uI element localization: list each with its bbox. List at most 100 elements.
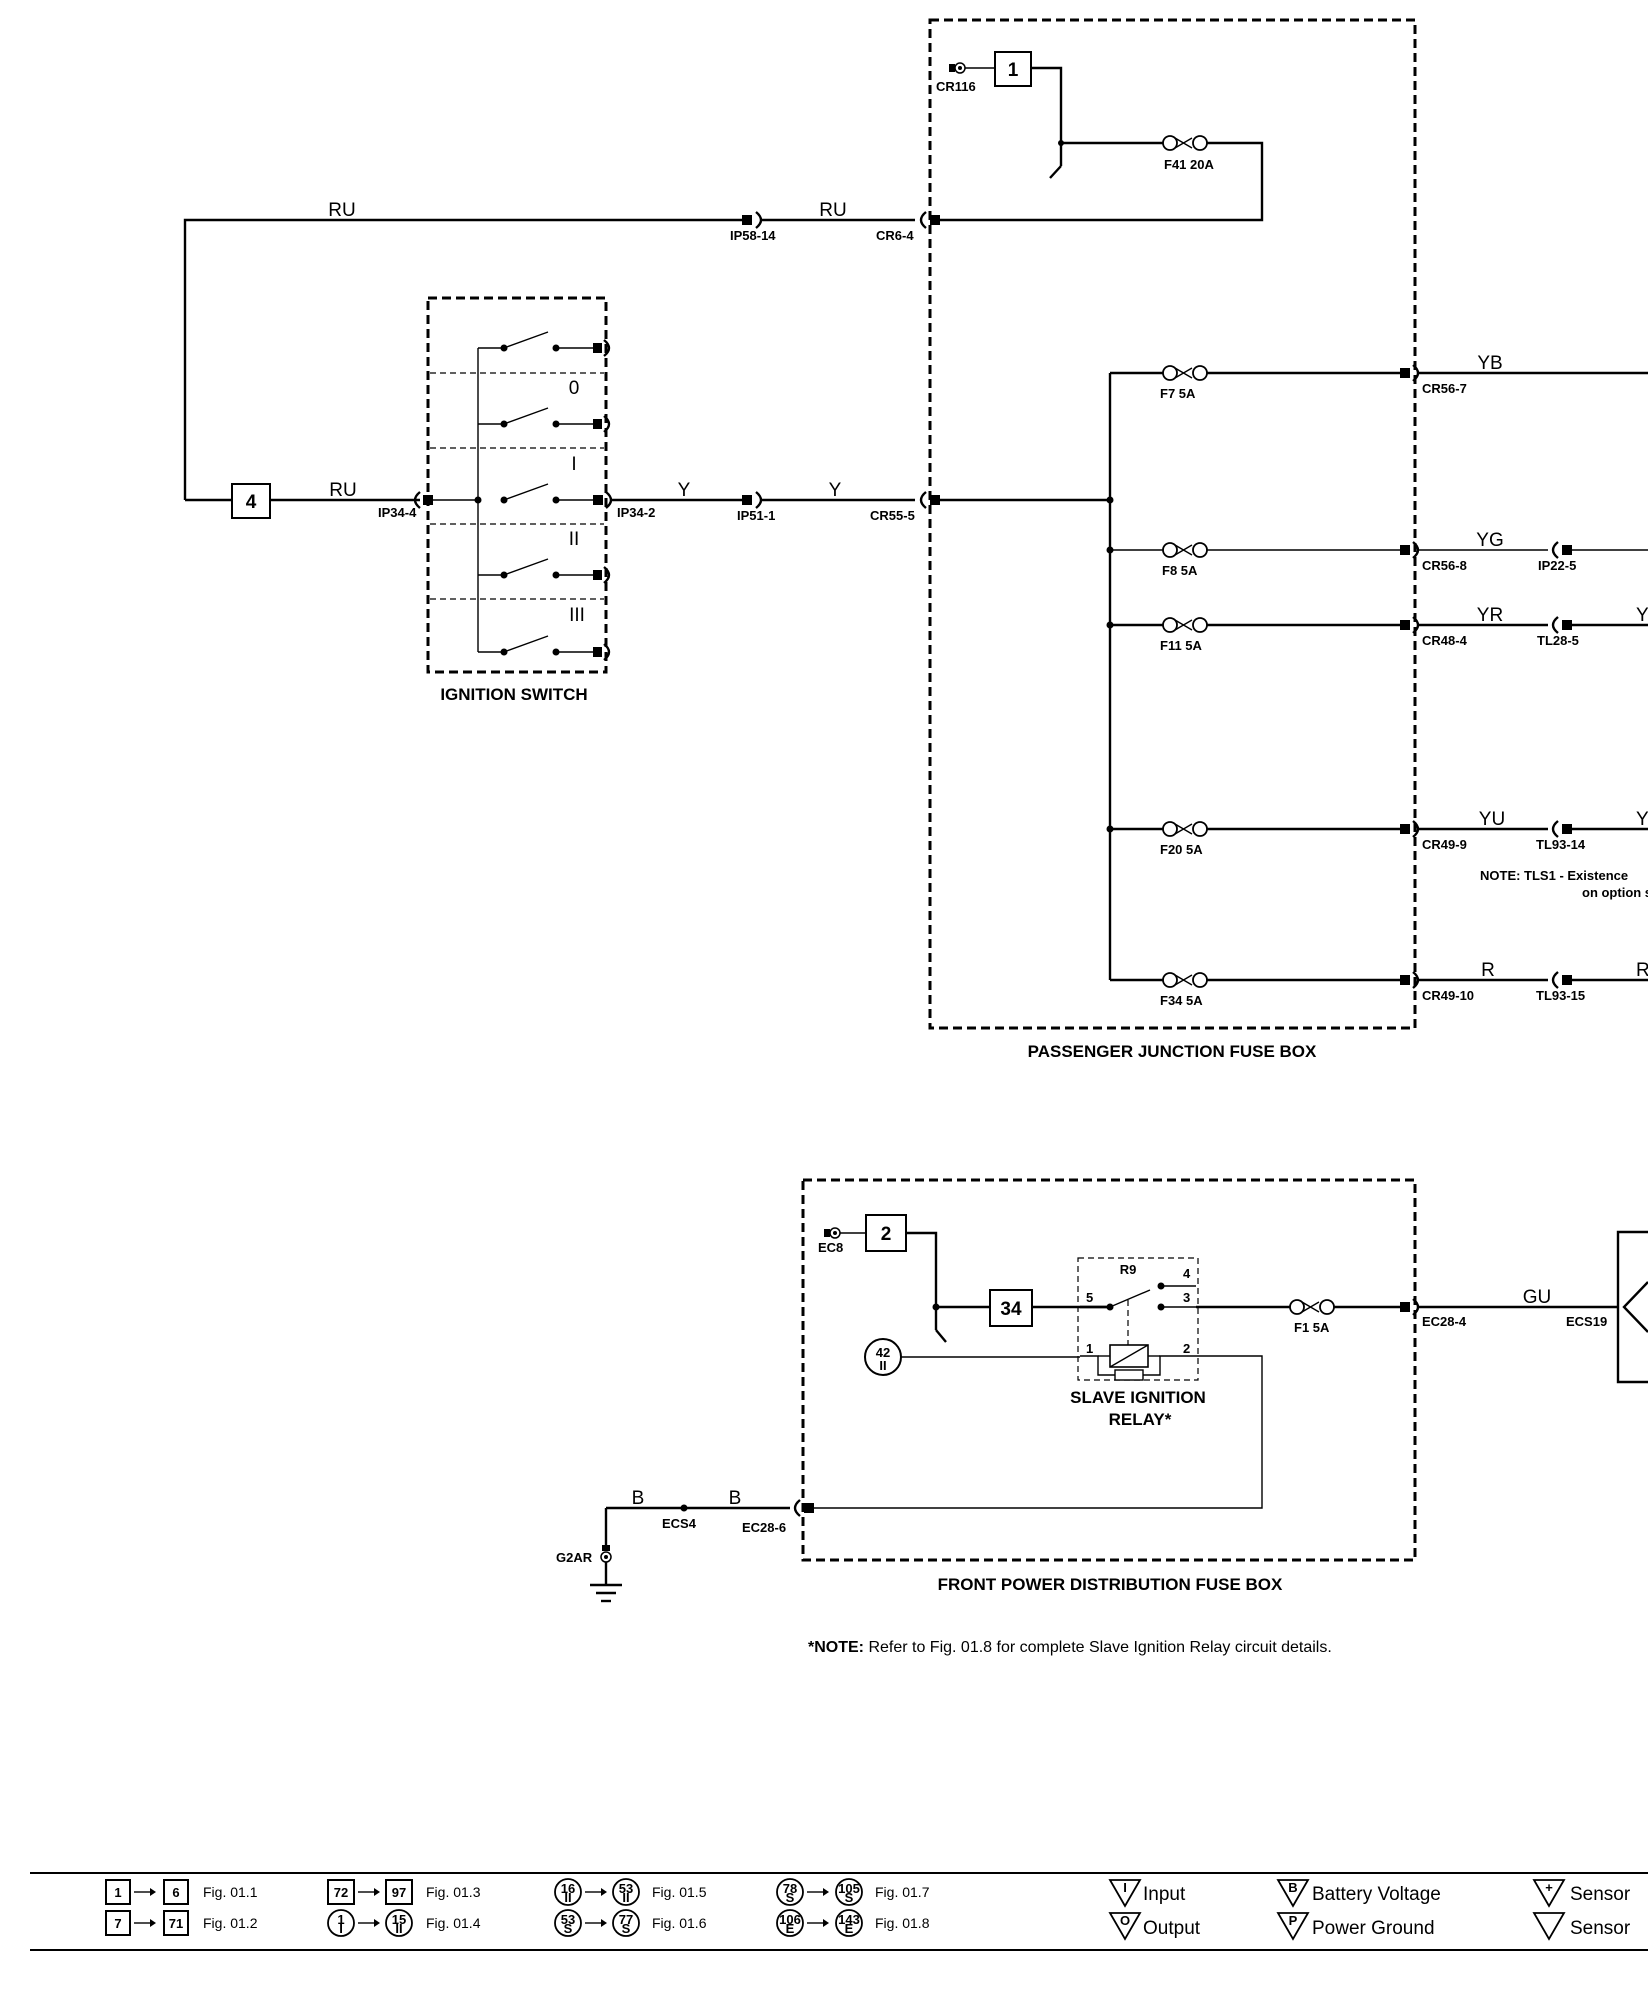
wire-ign-out-y: Y [678,480,691,501]
ip58-label: IP58-14 [730,228,776,243]
svg-text:53: 53 [619,1881,633,1896]
svg-text:77: 77 [619,1912,633,1927]
cr49-9-label: CR49-9 [1422,837,1467,852]
cr55-label: CR55-5 [870,508,915,523]
ip51-label: IP51-1 [737,508,775,523]
svg-text:Fig. 01.7: Fig. 01.7 [875,1884,930,1900]
legend-range-2: 7 71 Fig. 01.2 [105,1910,258,1936]
svg-text:P: P [1289,1913,1298,1928]
svg-text:E: E [786,1921,795,1936]
ecs19-label: ECS19 [1566,1314,1607,1329]
svg-text:Fig. 01.4: Fig. 01.4 [426,1915,481,1931]
svg-text:Input: Input [1143,1884,1186,1905]
fuse-row-f7 [1110,364,1648,382]
wire-out3-yr: YR [1477,605,1503,626]
svg-text:Fig. 01.3: Fig. 01.3 [426,1884,481,1900]
legend-output: O Output [1108,1912,1201,1941]
svg-text:53: 53 [561,1912,575,1927]
svg-text:S: S [786,1890,795,1905]
cr6-label: CR6-4 [876,228,914,243]
cr56-8-label: CR56-8 [1422,558,1467,573]
ip34-4-connector [413,491,478,509]
svg-text:II: II [395,1921,402,1936]
wire-out4-cut: Y [1636,809,1648,830]
wire-out5-cut: R [1636,960,1648,981]
ec28-4-label: EC28-4 [1422,1314,1467,1329]
legend-range-6: 53 S 77 S Fig. 01.6 [554,1909,707,1937]
svg-text:143: 143 [838,1912,860,1927]
fuse-row-f34 [1110,971,1648,989]
svg-text:Fig. 01.6: Fig. 01.6 [652,1915,707,1931]
ign-pos-0: 0 [569,378,580,399]
fuse-f8-label: F8 5A [1162,563,1198,578]
legend-sensor-minus: Sensor [1532,1912,1631,1941]
legend-range-3: 72 97 Fig. 01.3 [327,1879,481,1905]
svg-text:78: 78 [783,1881,797,1896]
ign-pos-II: II [569,529,580,550]
svg-text:7: 7 [114,1916,121,1931]
passenger-fuse-box-title: PASSENGER JUNCTION FUSE BOX [1028,1042,1317,1061]
ecs19-splice-component [1616,1230,1648,1384]
svg-text:Output: Output [1143,1918,1201,1939]
relay-r9-id: R9 [1120,1262,1137,1277]
svg-text:I: I [339,1921,343,1936]
cr55-connector [919,491,940,509]
wire-top-right-ru: RU [819,200,846,221]
wire-y2: Y [829,480,842,501]
svg-text:S: S [622,1921,631,1936]
legend-input: I Input [1108,1879,1186,1908]
cr48-4-label: CR48-4 [1422,633,1468,648]
ignition-switch-outline [426,296,608,674]
ign-pos-III: III [569,605,585,626]
wire-out2-yg: YG [1476,530,1503,551]
fuse-f20-label: F20 5A [1160,842,1203,857]
svg-text:II: II [622,1890,629,1905]
ip34-4-label: IP34-4 [378,505,417,520]
footnote: *NOTE: Refer to Fig. 01.8 for complete S… [808,1639,1332,1656]
wire-front-out-gu: GU [1523,1287,1552,1308]
legend-battery-voltage: B Battery Voltage [1276,1879,1441,1908]
tl93-14-label: TL93-14 [1536,837,1586,852]
ec8-label: EC8 [818,1240,843,1255]
wire-out1-yb: YB [1477,353,1502,374]
feed-ref-2: 2 [881,1224,892,1245]
svg-text:72: 72 [334,1885,348,1900]
passenger-fuse-box-outline [928,18,1417,1030]
wire-out5-r: R [1481,960,1495,981]
fuse-f34-label: F34 5A [1160,993,1203,1008]
wire-top-left-ru: RU [328,200,355,221]
ip22-label: IP22-5 [1538,558,1576,573]
ref-4-box [231,483,271,519]
footnote-bold: *NOTE: [808,1639,864,1656]
wire-ign-in-ru: RU [329,480,356,501]
svg-text:1: 1 [337,1912,344,1927]
legend-range-7: 78 S 105 S Fig. 01.7 [776,1878,930,1906]
fuse-row-f20 [1110,820,1648,838]
ip51-connector [742,491,763,509]
ref-42: 42 [876,1345,890,1360]
feed-ref-1: 1 [1008,60,1019,81]
relay-pin-3: 3 [1183,1290,1190,1305]
ref-34: 34 [1000,1299,1022,1320]
svg-text:Fig. 01.2: Fig. 01.2 [203,1915,258,1931]
front-fuse-box-title: FRONT POWER DISTRIBUTION FUSE BOX [938,1575,1283,1594]
legend-range-5: 16 II 53 II Fig. 01.5 [554,1878,707,1906]
svg-text:E: E [845,1921,854,1936]
legend-power-ground: P Power Ground [1276,1912,1435,1941]
relay-r9-contacts [1080,1282,1196,1381]
tl93-15-label: TL93-15 [1536,988,1585,1003]
ignition-switch-title: IGNITION SWITCH [440,685,587,704]
side-note-line2: on option sp [1582,885,1648,900]
ip34-2-connector [593,491,613,509]
relay-pin-1: 1 [1086,1341,1093,1356]
ip58-connector [742,211,763,229]
svg-text:+: + [1545,1880,1553,1895]
ec28-6-connector [793,1499,814,1517]
fuse-f41 [1162,135,1208,151]
cr49-10-label: CR49-10 [1422,988,1474,1003]
ip34-2-label: IP34-2 [617,505,655,520]
fuse-f1-label: F1 5A [1294,1320,1330,1335]
svg-text:I: I [1123,1880,1127,1895]
legend-sensor-plus: + Sensor [1532,1879,1631,1908]
